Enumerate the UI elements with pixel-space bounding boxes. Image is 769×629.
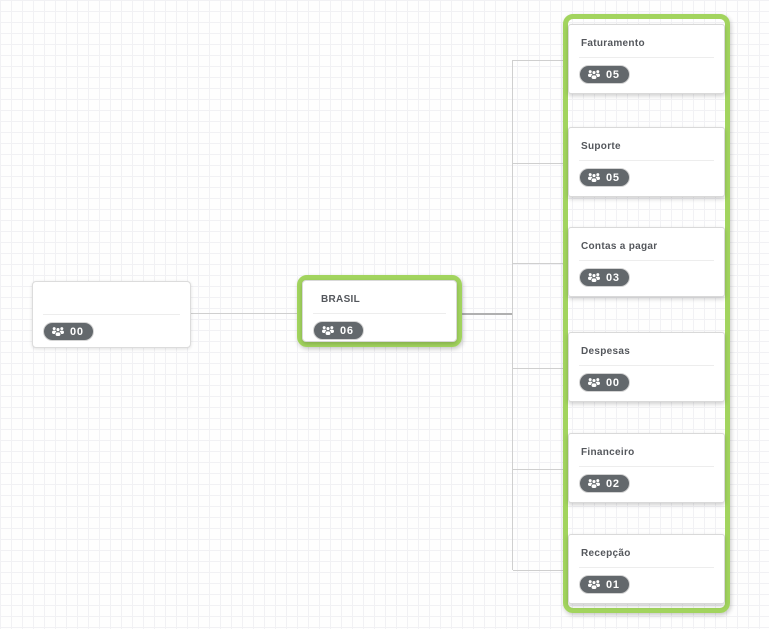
member-count: 05: [606, 171, 620, 184]
node-brasil[interactable]: BRASIL 06: [302, 280, 457, 342]
users-group-icon: [587, 377, 601, 388]
member-count: 01: [606, 578, 620, 591]
node-divider: [579, 567, 714, 568]
node-divider: [579, 365, 714, 366]
node-divider: [579, 260, 714, 261]
users-group-icon: [587, 579, 601, 590]
member-count: 02: [606, 477, 620, 490]
connector-branch-suporte: [513, 163, 563, 164]
member-count-badge[interactable]: 02: [579, 474, 630, 493]
node-divider: [579, 160, 714, 161]
member-count-badge[interactable]: 00: [43, 322, 94, 341]
node-title: Contas a pagar: [581, 240, 658, 252]
users-group-icon: [321, 325, 335, 336]
node-title: Financeiro: [581, 446, 635, 458]
connector-trunk: [512, 60, 513, 570]
users-group-icon: [587, 478, 601, 489]
member-count-badge[interactable]: 06: [313, 321, 364, 340]
node-contas-a-pagar[interactable]: Contas a pagar 03: [568, 227, 725, 297]
node-title: BRASIL: [321, 293, 361, 305]
node-title: Despesas: [581, 345, 631, 357]
node-title: Recepção: [581, 547, 631, 559]
member-count-badge[interactable]: 00: [579, 373, 630, 392]
connector-branch-financeiro: [513, 469, 563, 470]
connector-parent-to-trunk: [462, 313, 513, 315]
node-root[interactable]: 00: [32, 281, 191, 348]
users-group-icon: [51, 326, 65, 337]
connector-branch-recepcao: [513, 570, 563, 571]
users-group-icon: [587, 69, 601, 80]
children-group-selection-frame: Faturamento 05 Suporte 05 Contas a pagar…: [563, 14, 730, 613]
users-group-icon: [587, 272, 601, 283]
connector-root-to-parent: [191, 313, 297, 314]
member-count-badge[interactable]: 05: [579, 168, 630, 187]
member-count: 05: [606, 68, 620, 81]
node-divider: [579, 466, 714, 467]
node-divider: [579, 57, 714, 58]
node-title: [33, 282, 190, 314]
node-suporte[interactable]: Suporte 05: [568, 127, 725, 197]
connector-branch-despesas: [513, 368, 563, 369]
node-title: Suporte: [581, 140, 621, 152]
connector-branch-faturamento: [513, 60, 563, 61]
node-recepcao[interactable]: Recepção 01: [568, 534, 725, 604]
users-group-icon: [587, 172, 601, 183]
node-divider: [43, 314, 180, 315]
node-title: Faturamento: [581, 37, 645, 49]
node-despesas[interactable]: Despesas 00: [568, 332, 725, 402]
node-financeiro[interactable]: Financeiro 02: [568, 433, 725, 503]
member-count: 00: [70, 325, 84, 338]
node-divider: [313, 313, 446, 314]
node-brasil-selection-frame: BRASIL 06: [297, 275, 462, 347]
connector-branch-contas-a-pagar: [513, 263, 563, 264]
member-count-badge[interactable]: 05: [579, 65, 630, 84]
member-count-badge[interactable]: 03: [579, 268, 630, 287]
member-count: 00: [606, 376, 620, 389]
member-count: 06: [340, 324, 354, 337]
member-count: 03: [606, 271, 620, 284]
node-faturamento[interactable]: Faturamento 05: [568, 24, 725, 94]
member-count-badge[interactable]: 01: [579, 575, 630, 594]
